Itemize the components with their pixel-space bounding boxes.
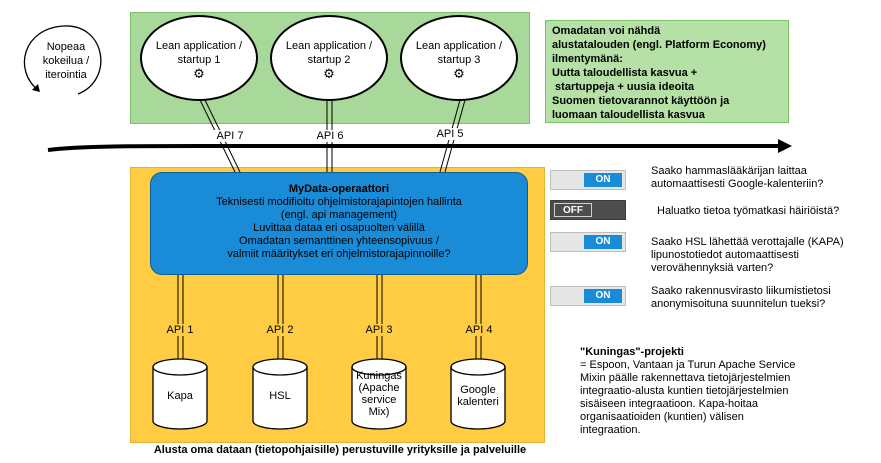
note-line: Suomen tietovarannot käyttöön ja: [552, 95, 730, 107]
consent-toggle-dentist[interactable]: ON: [550, 170, 626, 190]
app-label-line1: Lean application /: [155, 40, 243, 52]
api-label: API 5: [425, 128, 475, 140]
gear-icon: ⚙: [193, 66, 205, 81]
database-label: Google kalenteri: [457, 384, 499, 408]
app-node-2: Lean application / startup 2 ⚙: [270, 15, 388, 101]
app-label-line2: startup 1: [177, 54, 221, 66]
api-label: API 7: [205, 130, 255, 142]
consent-toggle-movement[interactable]: ON: [550, 286, 626, 306]
note-line: luomaan taloudellista kasvua: [552, 109, 705, 121]
platform-economy-note: Omadatan voi nähdä alustatalouden (engl.…: [545, 20, 789, 123]
app-label-line1: Lean application /: [415, 40, 503, 52]
database-google-calendar: Google kalenteri: [450, 358, 506, 430]
bubble-text: Nopeaa kokeilua / iterointia: [42, 41, 90, 81]
platform-caption: Alusta oma dataan (tietopohjaisille) per…: [153, 444, 527, 456]
operator-line: Teknisesti modifioitu ohjelmistorajapint…: [216, 196, 462, 208]
database-hsl: HSL: [252, 358, 308, 430]
consent-toggle-hsl[interactable]: ON: [550, 232, 626, 252]
note-line: Uutta taloudellista kasvua +: [552, 67, 698, 79]
api-label: API 6: [305, 130, 355, 142]
iteration-bubble: Nopeaa kokeilua / iterointia: [18, 20, 110, 98]
database-icon: [450, 358, 506, 430]
database-icon: [152, 358, 208, 430]
app-label-line2: startup 3: [437, 54, 481, 66]
database-label: Kuningas (Apache service Mix): [356, 370, 402, 418]
mydata-operator: MyData-operaattori Teknisesti modifioitu…: [150, 172, 528, 275]
api-label: API 2: [255, 324, 305, 336]
gear-icon: ⚙: [453, 66, 465, 81]
toggle-state: ON: [584, 173, 622, 187]
toggle-state: ON: [584, 289, 622, 303]
api-label: API 1: [155, 324, 205, 336]
database-label: HSL: [269, 390, 291, 402]
operator-line: valmiit määritykset eri ohjelmistorajapi…: [227, 248, 451, 260]
operator-line: Luvittaa dataa eri osapuolten välillä: [253, 222, 425, 234]
api-label: API 3: [354, 324, 404, 336]
note-line: Omadatan voi nähdä: [552, 25, 661, 37]
gear-icon: ⚙: [323, 66, 335, 81]
circular-arrow-icon: [23, 25, 102, 95]
database-kapa: Kapa: [152, 358, 208, 430]
question-text: Saako HSL lähettää verottajalle (KAPA) l…: [651, 236, 844, 274]
question-text: Saako hammaslääkärijan laittaa automaatt…: [651, 165, 824, 190]
question-text: Haluatko tietoa työmatkasi häiriöistä?: [657, 205, 840, 217]
toggle-state: ON: [584, 235, 622, 249]
operator-title: MyData-operaattori: [288, 183, 390, 195]
database-icon: [351, 358, 407, 430]
database-icon: [252, 358, 308, 430]
database-label: Kapa: [167, 390, 193, 402]
kuningas-project-note: "Kuningas"-projekti = Espoon, Vantaan ja…: [580, 346, 800, 437]
app-label-line1: Lean application /: [285, 40, 373, 52]
question-text: Saako rakennusvirasto liikumistietosi an…: [651, 285, 831, 310]
note-line: startuppeja + uusia ideoita: [552, 81, 695, 93]
operator-line: (engl. api management): [280, 209, 398, 221]
app-node-1: Lean application / startup 1 ⚙: [140, 15, 258, 101]
app-label-line2: startup 2: [307, 54, 351, 66]
database-kuningas: Kuningas (Apache service Mix): [351, 358, 407, 430]
consent-toggle-commute[interactable]: OFF: [550, 200, 626, 220]
project-description: = Espoon, Vantaan ja Turun Apache Servic…: [580, 359, 796, 436]
toggle-state: OFF: [554, 203, 592, 217]
note-line: alustatalouden (engl. Platform Economy): [552, 39, 766, 51]
app-node-3: Lean application / startup 3 ⚙: [400, 15, 518, 101]
note-line: ilmentymänä:: [552, 53, 623, 65]
api-label: API 4: [454, 324, 504, 336]
operator-line: Omadatan semanttinen yhteensopivuus /: [239, 235, 439, 247]
project-title: "Kuningas"-projekti: [580, 346, 684, 358]
